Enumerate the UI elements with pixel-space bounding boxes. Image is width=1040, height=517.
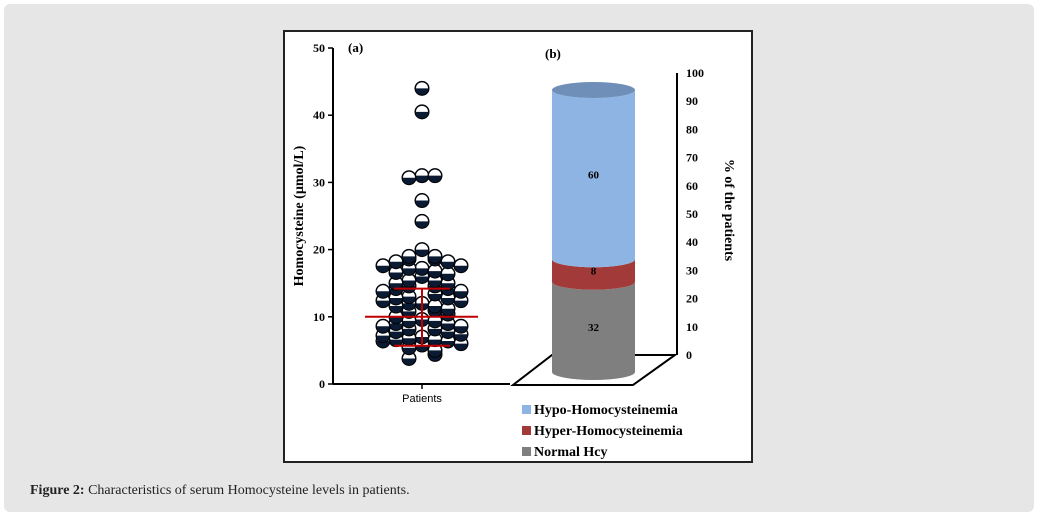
figure-box (283, 30, 753, 463)
caption-label: Figure 2: (30, 483, 85, 498)
figure-caption: Figure 2: Characteristics of serum Homoc… (30, 483, 410, 499)
caption-text: Characteristics of serum Homocysteine le… (84, 483, 410, 498)
